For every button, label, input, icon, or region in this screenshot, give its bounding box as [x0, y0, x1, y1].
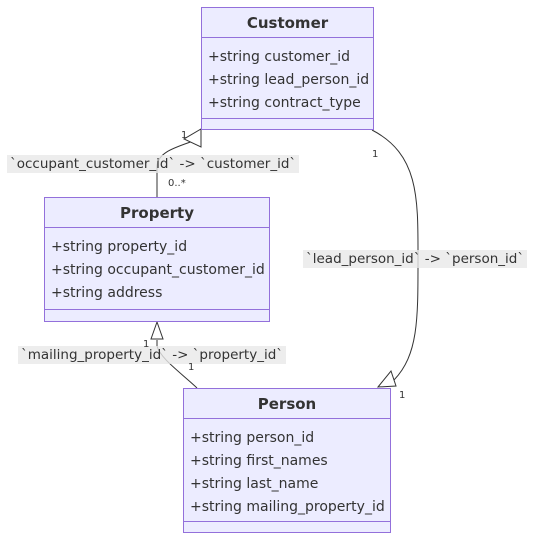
cardinality-occupant-target: 1 [181, 130, 188, 141]
class-property: Property +string property_id +string occ… [44, 197, 270, 322]
class-property-title: Property [45, 198, 269, 228]
class-person-methods [184, 522, 390, 534]
class-person: Person +string person_id +string first_n… [183, 388, 391, 533]
attribute: +string address [51, 285, 163, 301]
attribute: +string contract_type [208, 95, 361, 111]
inheritance-arrowhead-customer [182, 128, 202, 148]
attribute: +string customer_id [208, 49, 351, 65]
attribute: +string occupant_customer_id [51, 262, 265, 278]
class-customer-title: Customer [202, 8, 373, 38]
inheritance-arrowhead-property [150, 320, 164, 340]
attribute: +string first_names [190, 453, 328, 469]
edge-label-occupant: `occupant_customer_id` -> `customer_id` [7, 155, 300, 173]
inheritance-arrowhead-person [376, 369, 397, 388]
edge-label-mailing: `mailing_property_id` -> `property_id` [18, 346, 287, 364]
attribute: +string lead_person_id [208, 72, 370, 88]
attribute: +string last_name [190, 476, 319, 492]
cardinality-mailing-target: 1 [143, 339, 150, 350]
attribute: +string person_id [190, 430, 315, 446]
cardinality-lead-target: 1 [399, 390, 406, 401]
class-property-methods [45, 310, 269, 322]
cardinality-occupant-source: 0..* [168, 178, 186, 189]
edge-label-lead: `lead_person_id` -> `person_id` [303, 250, 528, 268]
class-property-attributes: +string property_id +string occupant_cus… [45, 228, 269, 310]
attribute: +string property_id [51, 239, 188, 255]
class-customer-attributes: +string customer_id +string lead_person_… [202, 38, 373, 119]
cardinality-mailing-source: 1 [188, 362, 195, 373]
class-customer-methods [202, 119, 373, 131]
class-person-title: Person [184, 389, 390, 419]
class-person-attributes: +string person_id +string first_names +s… [184, 419, 390, 522]
cardinality-lead-source: 1 [372, 149, 379, 160]
attribute: +string mailing_property_id [190, 499, 385, 515]
class-customer: Customer +string customer_id +string lea… [201, 7, 374, 130]
